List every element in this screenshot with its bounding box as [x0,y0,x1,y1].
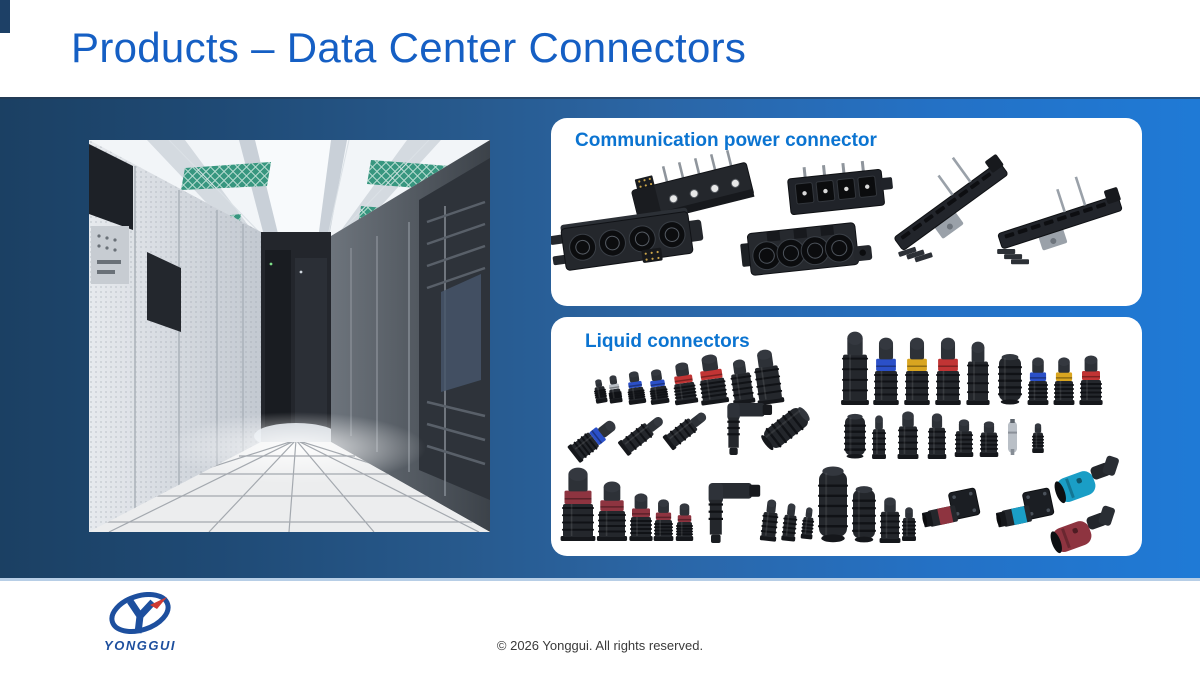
data-center-photo [89,140,490,532]
liquid-connector-products-image [560,331,1119,554]
panel-title-liquid-connectors: Liquid connectors [585,331,750,352]
slide-title: Products – Data Center Connectors [71,24,747,71]
copyright-text: © 2026 Yonggui. All rights reserved. [496,638,704,653]
communication-power-products-image [551,149,1123,276]
panel-communication-power: Communication power connector [551,118,1142,306]
yonggui-logo: YONGGUI [82,592,198,653]
data-center-photo-graphic [89,140,490,532]
panel-title-communication-power: Communication power connector [575,130,877,151]
yonggui-logo-icon [109,592,171,634]
corner-accent [0,0,10,33]
panel-liquid-connectors: Liquid connectors [551,317,1142,556]
yonggui-logo-text: YONGGUI [104,638,176,653]
